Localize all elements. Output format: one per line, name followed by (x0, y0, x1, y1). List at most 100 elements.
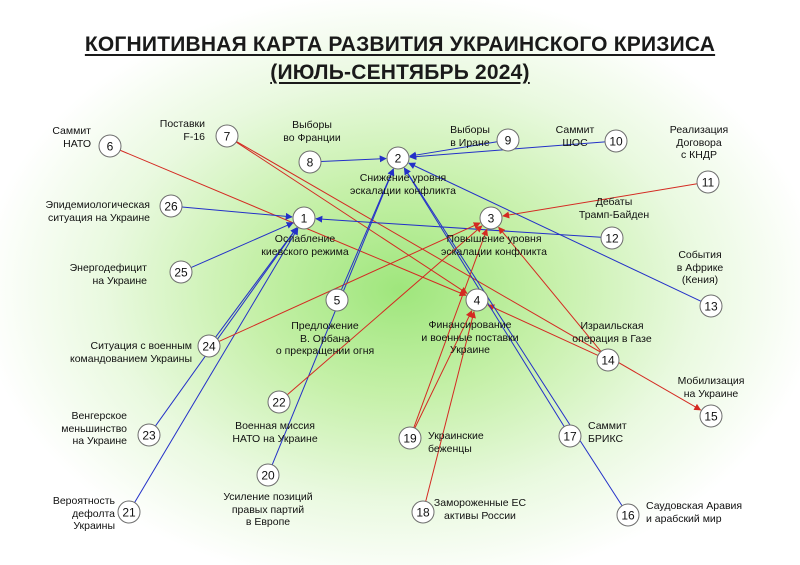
edge-24-to-1 (215, 227, 298, 338)
node-circle (696, 170, 720, 194)
node-circle (411, 500, 435, 524)
node-label-line: Саммит (555, 124, 595, 136)
node-label-line: в Иране (450, 136, 490, 149)
node-label-line: командованием Украины (70, 352, 192, 365)
node-circle (604, 129, 628, 153)
node-number: 10 (609, 135, 623, 149)
node-10[interactable]: 10 (604, 129, 628, 153)
node-label-line: Ослабление (274, 233, 336, 245)
node-label-line: В. Орбана (299, 332, 351, 345)
node-3[interactable]: 3 (479, 206, 503, 230)
node-2[interactable]: 2 (386, 146, 410, 170)
node-label-line: эскалации конфликта (350, 184, 456, 197)
node-11[interactable]: 11 (696, 170, 720, 194)
node-label-line: Снижение уровня (359, 172, 447, 184)
node-circle (496, 128, 520, 152)
node-circle (137, 423, 161, 447)
edge-26-to-1 (181, 206, 293, 220)
node-23[interactable]: 23 (137, 423, 161, 447)
node-label-line: Израильская (580, 320, 644, 332)
node-13[interactable]: 13 (699, 294, 723, 318)
node-label-line: Военная миссия (235, 420, 315, 432)
edge-25-to-1 (190, 222, 294, 269)
node-17[interactable]: 17 (558, 424, 582, 448)
node-9[interactable]: 9 (496, 128, 520, 152)
node-number: 5 (334, 294, 341, 308)
node-14[interactable]: 14 (596, 348, 620, 372)
node-number: 26 (164, 200, 178, 214)
edge-7-to-4 (235, 141, 468, 294)
node-circle (256, 463, 280, 487)
node-18[interactable]: 18 (411, 500, 435, 524)
node-number: 20 (261, 469, 275, 483)
node-20[interactable]: 20 (256, 463, 280, 487)
node-number: 16 (621, 509, 635, 523)
node-circle (465, 288, 489, 312)
node-circle (398, 426, 422, 450)
node-label-line: Выборы (450, 124, 490, 136)
node-circle (558, 424, 582, 448)
node-circle (479, 206, 503, 230)
node-8[interactable]: 8 (298, 150, 322, 174)
node-12[interactable]: 12 (600, 226, 624, 250)
node-label-line: (Кения) (681, 274, 719, 286)
node-label-line: ШОС (562, 136, 588, 149)
edge-8-to-2 (320, 155, 387, 163)
node-label-line: БРИКС (588, 432, 624, 445)
node-1[interactable]: 1 (292, 206, 316, 230)
node-circle (215, 124, 239, 148)
node-5[interactable]: 5 (325, 288, 349, 312)
node-label-line: Вероятность (52, 495, 115, 507)
node-26[interactable]: 26 (159, 194, 183, 218)
node-label-line: на Украине (92, 274, 147, 287)
node-number: 25 (174, 266, 188, 280)
edge-11-to-3 (502, 183, 698, 219)
edge-14-to-4 (487, 304, 599, 356)
edge-16-to-2 (404, 167, 623, 507)
node-circle (98, 134, 122, 158)
node-24[interactable]: 24 (197, 334, 221, 358)
node-label-line: Энергодефицит (69, 262, 147, 274)
node-22[interactable]: 22 (267, 390, 291, 414)
node-label-line: активы России (444, 509, 516, 522)
node-19[interactable]: 19 (398, 426, 422, 450)
node-label-line: с КНДР (681, 149, 717, 161)
node-label-line: Мобилизация (677, 375, 745, 387)
node-7[interactable]: 7 (215, 124, 239, 148)
node-label-line: ситуация на Украине (47, 211, 150, 224)
edge-23-to-1 (154, 227, 298, 427)
node-label-line: Выборы (292, 119, 332, 131)
edge-5-to-2 (340, 168, 394, 291)
node-15[interactable]: 15 (699, 404, 723, 428)
node-label-line: беженцы (428, 442, 472, 455)
node-16[interactable]: 16 (616, 503, 640, 527)
node-label-line: Украине (450, 344, 490, 356)
node-label-line: Эпидемиологическая (45, 199, 150, 211)
edge-12-to-1 (315, 215, 602, 238)
node-circle (298, 150, 322, 174)
node-4[interactable]: 4 (465, 288, 489, 312)
edge-20-to-2 (271, 168, 395, 466)
node-label-line: Реализация (669, 124, 729, 136)
node-label-line: в Африке (676, 261, 724, 274)
edge-7-to-15 (236, 141, 702, 411)
node-label-line: на Украине (72, 435, 127, 447)
node-label-line: дефолта (72, 507, 115, 520)
node-21[interactable]: 21 (117, 500, 141, 524)
node-25[interactable]: 25 (169, 260, 193, 284)
edge-21-to-1 (134, 227, 299, 503)
node-number: 17 (563, 430, 577, 444)
node-circle (616, 503, 640, 527)
node-circle (292, 206, 316, 230)
node-6[interactable]: 6 (98, 134, 122, 158)
